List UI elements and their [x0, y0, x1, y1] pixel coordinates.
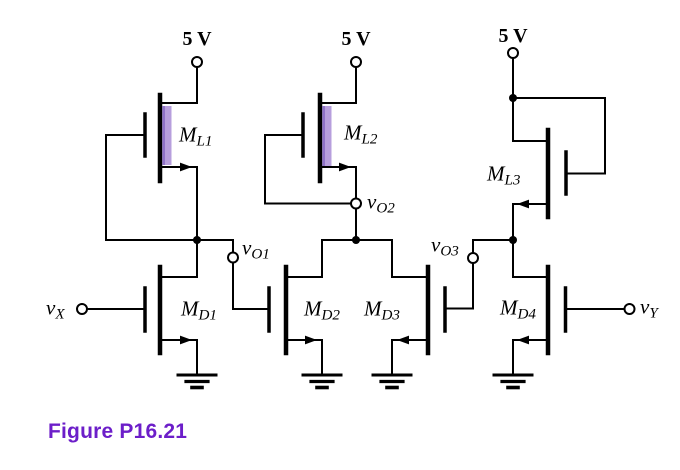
ml2-source-arrow	[339, 162, 351, 172]
transistor-MD3	[371, 239, 474, 390]
vo1-terminal	[227, 251, 239, 264]
transistor-MD1	[76, 239, 218, 390]
ml2-depletion-region	[325, 106, 332, 166]
ground-symbol	[176, 373, 218, 390]
label-ML1: ML1	[179, 122, 213, 150]
wiring	[76, 47, 636, 390]
ml1-source-arrow	[180, 162, 192, 172]
md4-drain-wire	[512, 239, 547, 278]
md2-source-wire	[287, 339, 323, 376]
ground-symbol	[492, 373, 534, 390]
transistor-ML3	[507, 47, 606, 244]
ml3-source-arrow	[517, 199, 529, 209]
ml1-gate-wire	[105, 134, 144, 241]
ml2-drain-wire	[321, 66, 357, 104]
node-vO3	[467, 239, 514, 310]
md3-drain-wire	[391, 239, 427, 278]
vy-terminal	[623, 303, 636, 315]
md2-drain-wire	[287, 239, 323, 278]
supply-terminal-3	[507, 47, 519, 59]
ml2-source-wire	[321, 166, 357, 200]
junction-dot	[352, 236, 360, 244]
label-vY: vY	[640, 294, 658, 322]
ml1-source-wire	[161, 166, 198, 241]
label-MD4: MD4	[500, 295, 536, 323]
ml1-depletion-edge	[162, 106, 165, 165]
label-vO1: vO1	[242, 235, 270, 263]
ground-symbol	[371, 373, 413, 390]
ground-symbol	[301, 373, 343, 390]
supply-terminal-1	[191, 56, 203, 68]
label-ML2: ML2	[344, 120, 378, 148]
label-ML3: ML3	[487, 161, 521, 189]
label-MD1: MD1	[181, 296, 217, 324]
label-MD2: MD2	[304, 296, 340, 324]
transistor-ML1	[105, 56, 203, 241]
vx-terminal	[76, 303, 88, 315]
md2-source-arrow	[305, 335, 317, 345]
supply-label-2: 5 V	[341, 28, 371, 50]
ml1-drain-wire	[161, 66, 198, 104]
md4-source-arrow	[517, 335, 529, 345]
node-gate2	[321, 236, 393, 244]
ml1-depletion-region	[165, 106, 172, 165]
supply-terminal-2	[350, 56, 362, 68]
ml3-source-wire	[512, 203, 547, 241]
transistor-MD2	[267, 239, 343, 390]
md1-drain-wire	[161, 239, 198, 278]
vo3-terminal	[467, 252, 479, 264]
vo2-terminal	[350, 197, 362, 210]
label-MD3: MD3	[364, 296, 400, 324]
md3-source-wire	[391, 339, 427, 376]
label-vO2: vO2	[367, 189, 395, 217]
md1-source-arrow	[180, 335, 192, 345]
vo1-to-md2-wire	[232, 261, 269, 310]
node-vO1	[105, 236, 269, 310]
label-vO3: vO3	[431, 232, 459, 260]
figure-caption: Figure P16.21	[48, 420, 188, 443]
supply-label-1: 5 V	[182, 28, 212, 50]
ml2-depletion-edge	[322, 106, 325, 166]
transistor-MD4	[492, 239, 636, 390]
md3-source-arrow	[397, 335, 409, 345]
label-vX: vX	[46, 295, 65, 323]
md1-source-wire	[161, 339, 198, 376]
md4-source-wire	[512, 339, 547, 376]
ml3-gate-wire	[512, 97, 606, 175]
vo3-node-wire	[472, 239, 514, 254]
supply-label-3: 5 V	[498, 25, 528, 47]
vo1-node-wire	[105, 239, 234, 254]
transistor-ML2	[264, 56, 362, 241]
ml2-gate-wire	[264, 134, 352, 205]
